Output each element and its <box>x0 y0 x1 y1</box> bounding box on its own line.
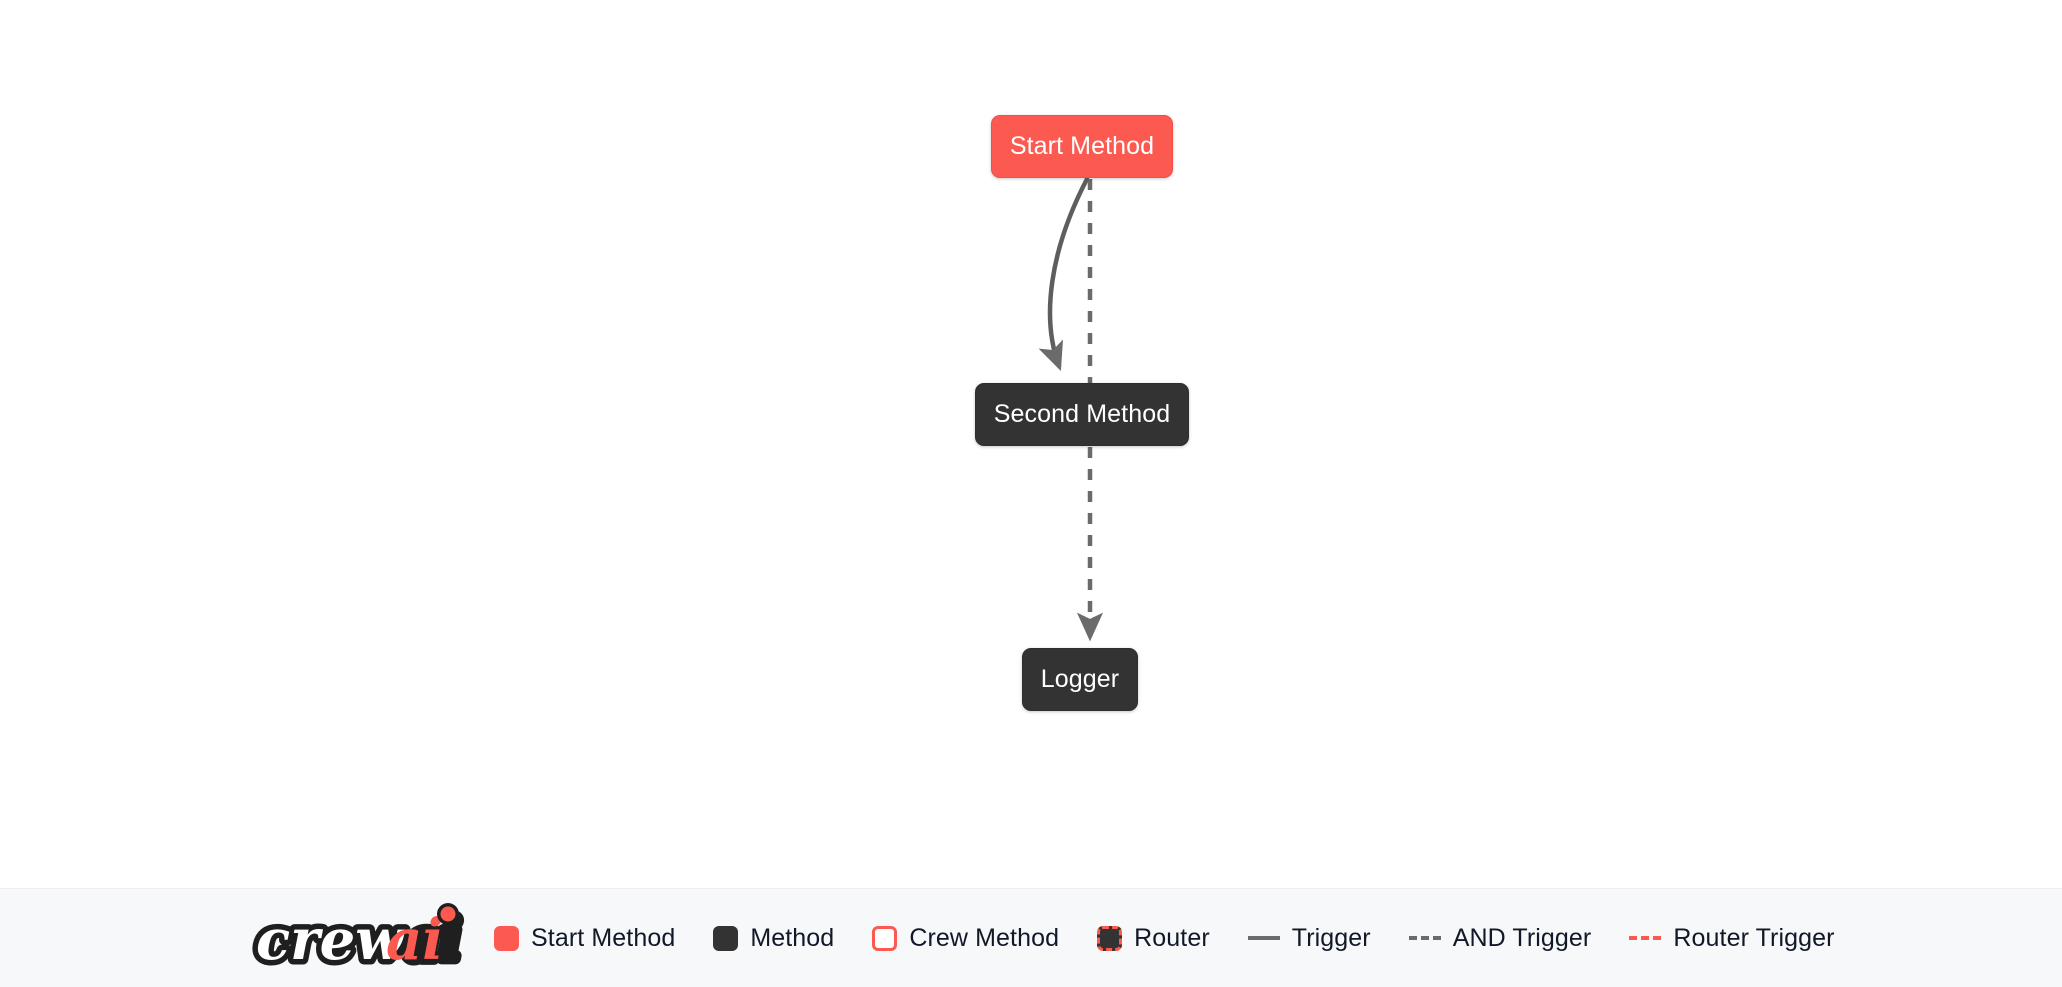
router-trigger-line-icon <box>1629 936 1662 940</box>
flow-node-label: Second Method <box>993 400 1171 428</box>
flow-node-second-method[interactable]: Second Method <box>975 383 1189 446</box>
legend-label: AND Trigger <box>1452 923 1592 952</box>
legend-item-start-method: Start Method <box>494 924 675 953</box>
legend-label: Crew Method <box>909 923 1060 952</box>
legend-label: Router <box>1134 923 1210 952</box>
crewai-logo: crewai crew ai <box>252 902 467 978</box>
crewai-logo-crew: crew <box>256 907 405 973</box>
flow-node-label: Start Method <box>1009 132 1155 160</box>
legend-label: Start Method <box>531 923 676 952</box>
flow-node-label: Logger <box>1040 665 1120 693</box>
legend-item-crew-method: Crew Method <box>872 924 1059 953</box>
trigger-line-icon <box>1247 936 1280 940</box>
legend-item-trigger: Trigger <box>1247 923 1371 953</box>
legend-item-method: Method <box>713 924 834 953</box>
and-trigger-line-icon <box>1408 936 1441 940</box>
flow-node-logger[interactable]: Logger <box>1022 648 1138 711</box>
flow-canvas[interactable]: Start Method Second Method Logger <box>0 0 2062 888</box>
legend-bar: crewai crew ai Start Method Method Crew … <box>0 888 2062 987</box>
legend-label: Method <box>750 923 835 952</box>
method-swatch-icon <box>713 925 739 951</box>
crewai-logo-outline: crewai <box>256 907 461 973</box>
legend-item-router-trigger: Router Trigger <box>1629 924 1834 953</box>
router-swatch-icon <box>1097 925 1123 951</box>
crew-method-swatch-icon <box>872 925 898 951</box>
legend-item-router: Router <box>1097 924 1210 953</box>
legend-items: Start Method Method Crew Method Router T… <box>494 924 1835 953</box>
legend-item-and-trigger: AND Trigger <box>1408 923 1592 953</box>
crewai-logo-dot <box>440 906 456 922</box>
edge-start-to-second-trigger <box>1038 176 1090 372</box>
flow-node-start-method[interactable]: Start Method <box>991 115 1173 178</box>
legend-label: Trigger <box>1291 923 1371 952</box>
crewai-logo-ai: ai <box>386 907 444 973</box>
legend-label: Router Trigger <box>1673 923 1835 952</box>
start-method-swatch-icon <box>494 925 519 951</box>
